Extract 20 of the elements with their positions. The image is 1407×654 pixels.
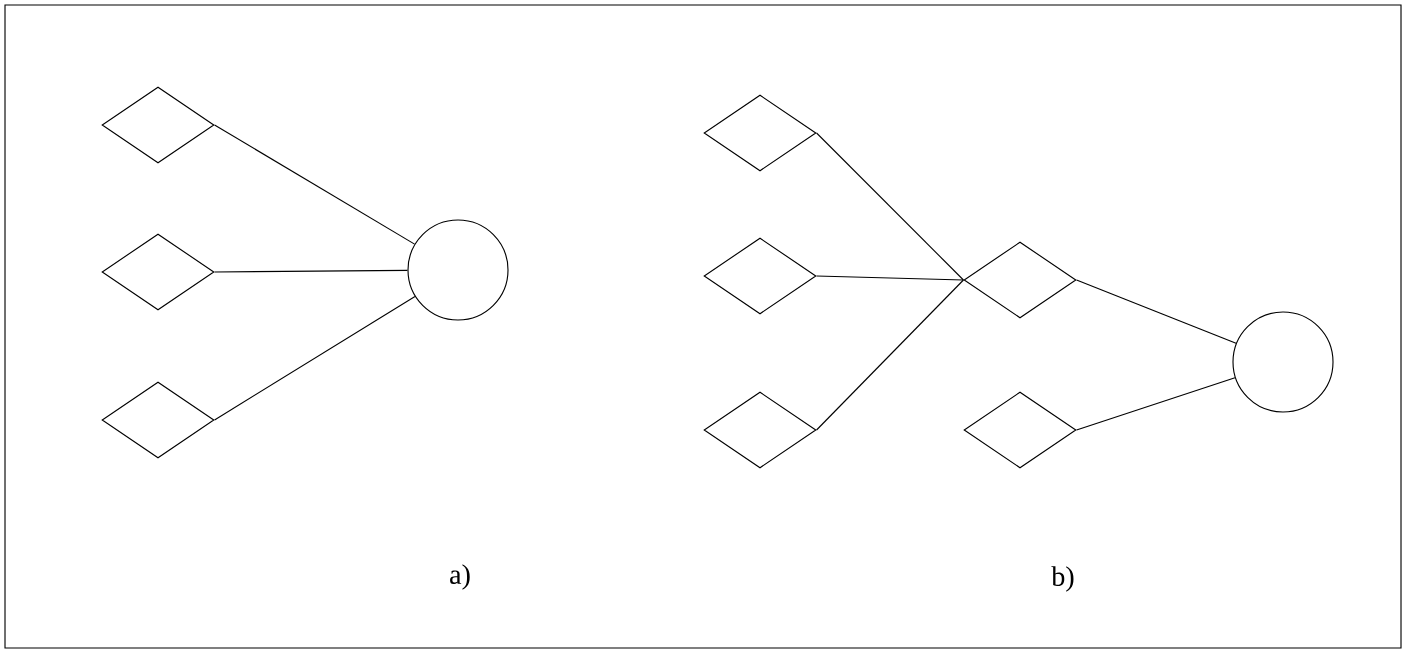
connector-line xyxy=(1076,377,1236,431)
diamond-shape xyxy=(963,241,1077,319)
diamond-shape xyxy=(703,94,817,172)
diamond-shape xyxy=(101,233,215,311)
panel-label: a) xyxy=(450,564,470,590)
connector-line xyxy=(214,269,408,273)
circle-shape xyxy=(407,219,509,321)
diamond-shape xyxy=(703,391,817,469)
connector-line xyxy=(816,279,964,431)
connector-line xyxy=(214,295,416,421)
diamond-shape xyxy=(101,381,215,459)
diamond-shape xyxy=(101,86,215,164)
diamond-shape xyxy=(703,237,817,315)
connector-line xyxy=(1076,279,1237,344)
circle-shape xyxy=(1232,311,1334,413)
diamond-shape xyxy=(963,391,1077,469)
panel-label: b) xyxy=(1051,566,1074,592)
connector-line xyxy=(816,132,964,281)
connector-line xyxy=(816,275,964,281)
connector-line xyxy=(214,124,416,245)
